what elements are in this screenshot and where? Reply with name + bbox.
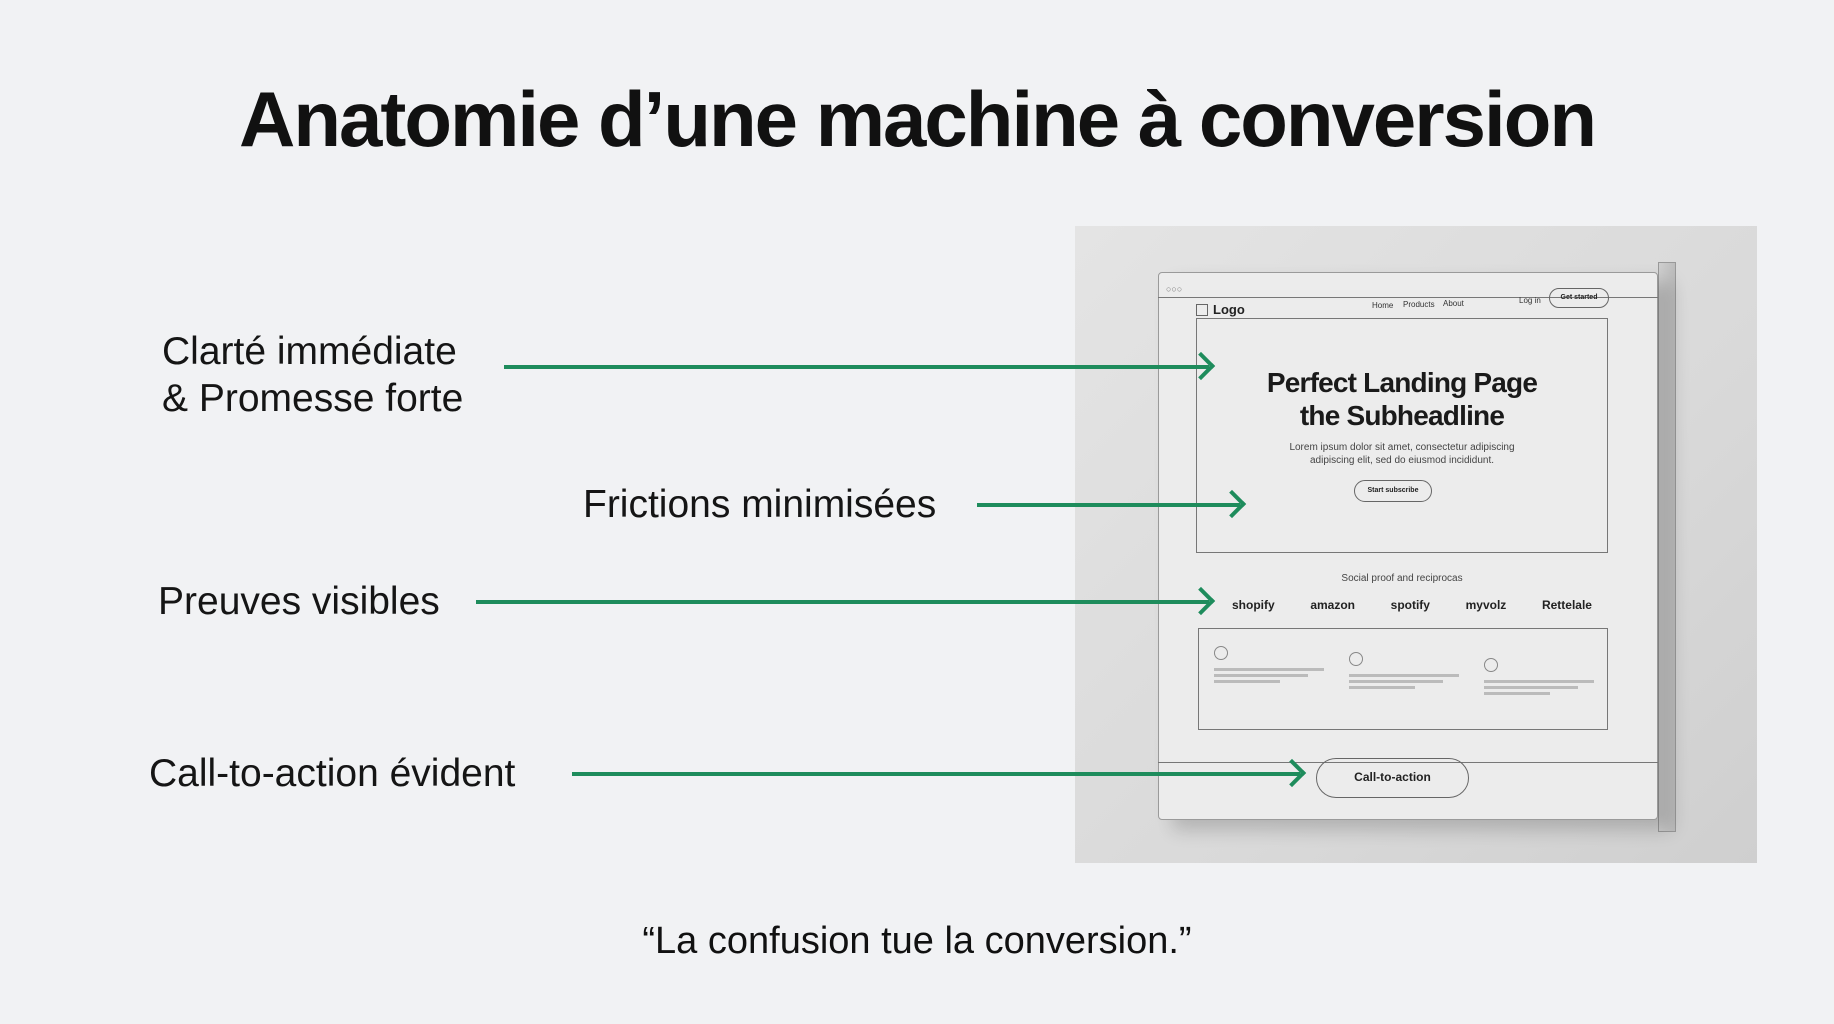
avatar-icon: [1349, 652, 1363, 666]
testimonial: [1349, 652, 1459, 695]
hero-button: Start subscribe: [1354, 480, 1432, 502]
get-started-button: Get started: [1549, 288, 1609, 308]
testimonials-box: [1198, 628, 1608, 730]
headline-line-1: Perfect Landing Page: [1266, 367, 1538, 398]
label-cta: Call-to-action évident: [149, 752, 516, 795]
nav-products: Products: [1403, 300, 1435, 309]
quote: “La confusion tue la conversion.”: [642, 920, 1192, 962]
mockup-depth-edge: [1658, 262, 1676, 832]
testimonial: [1214, 646, 1324, 695]
logo-icon: [1196, 304, 1208, 316]
brand-amazon: amazon: [1310, 598, 1355, 612]
arrow-frictions: [977, 503, 1240, 507]
page-title: Anatomie d’une machine à conversion: [238, 75, 1597, 163]
nav-login: Log in: [1519, 296, 1541, 305]
arrow-proofs: [476, 600, 1209, 604]
landing-page-mockup: [1158, 272, 1658, 820]
testimonials: [1214, 646, 1594, 695]
headline-line-2: the Subheadline: [1299, 400, 1505, 431]
divider: [1158, 297, 1658, 298]
avatar-icon: [1214, 646, 1228, 660]
label-clarity: Clarté immédiate & Promesse forte: [162, 328, 463, 422]
label-frictions: Frictions minimisées: [583, 483, 937, 526]
mockup-cta-button: Call-to-action: [1316, 758, 1469, 798]
window-dots-icon: ○○○: [1166, 284, 1183, 294]
label-proofs: Preuves visibles: [158, 580, 440, 623]
label-clarity-line-1: Clarté immédiate: [162, 330, 457, 373]
testimonial: [1484, 658, 1594, 695]
arrow-clarity: [504, 365, 1209, 369]
label-clarity-line-2: & Promesse forte: [162, 377, 464, 420]
avatar-icon: [1484, 658, 1498, 672]
hero-section: [1196, 318, 1608, 553]
mockup-lorem: Lorem ipsum dolor sit amet, consectetur …: [1196, 441, 1608, 467]
brand-spotify: spotify: [1390, 598, 1430, 612]
nav-about: About: [1443, 299, 1464, 308]
brand-shopify: shopify: [1232, 598, 1275, 612]
arrow-cta: [572, 772, 1300, 776]
mockup-headline: Perfect Landing Page the Subheadline: [1196, 366, 1608, 432]
lorem-line-2: adipiscing elit, sed do eiusmod incididu…: [1310, 455, 1494, 466]
brand-logos: shopify amazon spotify myvolz Rettelale: [1232, 598, 1592, 612]
brand-myvolz: myvolz: [1465, 598, 1507, 612]
lorem-line-1: Lorem ipsum dolor sit amet, consectetur …: [1289, 442, 1515, 453]
social-proof-label: Social proof and reciprocas: [1341, 573, 1463, 584]
nav-home: Home: [1372, 301, 1394, 310]
divider: [1158, 762, 1658, 763]
brand-rettelale: Rettelale: [1541, 598, 1592, 612]
mockup-logo: Logo: [1213, 302, 1245, 317]
